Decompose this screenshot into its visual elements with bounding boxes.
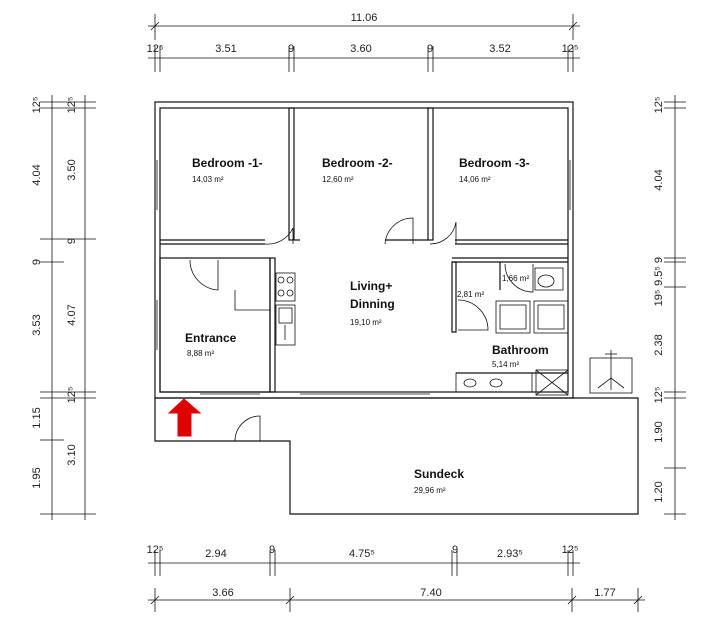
bedroom-2-name: Bedroom -2-	[322, 156, 393, 170]
dim-bottom1-end-left: 12⁵	[147, 544, 164, 556]
dim-top-mid1: 9	[288, 43, 294, 55]
dim-top-end-left: 12⁵	[147, 43, 164, 55]
dim-bottom2-seg-a: 3.66	[212, 587, 233, 599]
dim-left-outer-e: 1.95	[31, 467, 43, 488]
dim-left-inner-e: 3.10	[66, 444, 78, 465]
dim-top-seg-b: 3.60	[350, 43, 371, 55]
dim-overall-width: 11.06	[351, 12, 378, 24]
dim-top-mid2: 9	[427, 43, 433, 55]
bedroom-3-area: 14,06 m²	[459, 175, 491, 184]
dim-left-inner-b: 9	[66, 238, 78, 244]
left-dimension-chain: 12⁵ 4.04 9 3.53 1.15 1.95 12⁵ 3.50 9 4.0…	[31, 95, 96, 520]
bathroom-name: Bathroom	[492, 343, 549, 357]
sundeck	[154, 397, 639, 515]
sundeck-area: 29,96 m²	[414, 486, 446, 495]
dim-left-inner-a: 3.50	[66, 159, 78, 180]
dim-top-seg-a: 3.51	[215, 43, 236, 55]
bottom-dimension-chain: 12⁵ 2.94 9 4.75⁵ 9 2.93⁵ 12⁵ 3.66 7.40 1…	[147, 544, 645, 612]
dim-right-top: 12⁵	[653, 97, 665, 114]
entry-arrow-icon	[167, 398, 202, 437]
dim-left-outer-d: 1.15	[31, 407, 43, 428]
dim-left-outer-c: 3.53	[31, 314, 43, 335]
living-area: 19,10 m²	[350, 318, 382, 327]
dim-bottom1-mid1: 9	[269, 544, 275, 556]
shower-area: 2,81 m²	[457, 290, 484, 299]
top-dimension-chain: 11.06 12⁵ 3.51 9 3.60 9 3.52 12⁵	[147, 12, 580, 72]
outdoor-shower	[589, 350, 633, 394]
dim-bottom1-mid2: 9	[452, 544, 458, 556]
sundeck-name: Sundeck	[414, 467, 464, 481]
dim-right-d: 19⁵	[653, 290, 665, 307]
dim-bottom1-seg-a: 2.94	[205, 548, 226, 560]
bathroom-area: 5,14 m²	[492, 360, 519, 369]
dim-left-inner-d: 12⁵	[66, 387, 78, 404]
entrance-area: 8,88 m²	[187, 349, 214, 358]
bedroom-1-area: 14,03 m²	[192, 175, 224, 184]
dim-left-inner-top: 12⁵	[66, 97, 78, 114]
dim-bottom1-end-right: 12⁵	[562, 544, 579, 556]
bedroom-3-name: Bedroom -3-	[459, 156, 530, 170]
dim-right-g: 1.90	[653, 421, 665, 442]
dim-bottom2-seg-b: 7.40	[420, 587, 441, 599]
right-dimension-chain: 12⁵ 4.04 9 9.5⁵ 19⁵ 2.38 12⁵ 1.90 1.20	[653, 95, 686, 520]
room-labels: Bedroom -1- 14,03 m² Bedroom -2- 12,60 m…	[185, 156, 549, 495]
bathroom-fixtures	[455, 267, 569, 396]
living-name-line2: Dinning	[350, 297, 395, 311]
bedroom-1-name: Bedroom -1-	[192, 156, 263, 170]
dim-right-c: 9.5⁵	[653, 266, 665, 286]
dim-left-inner-c: 4.07	[66, 304, 78, 325]
dim-bottom1-seg-b: 4.75⁵	[349, 548, 375, 560]
dim-top-seg-c: 3.52	[489, 43, 510, 55]
dim-left-outer-top: 12⁵	[31, 97, 43, 114]
wc-area: 1,66 m²	[502, 274, 529, 283]
living-name-line1: Living+	[350, 279, 392, 293]
bedroom-2-area: 12,60 m²	[322, 175, 354, 184]
kitchen-fixtures	[275, 272, 296, 346]
doors	[189, 217, 534, 442]
dim-left-outer-b: 9	[31, 259, 43, 265]
dim-bottom2-seg-c: 1.77	[594, 587, 615, 599]
dim-right-f: 12⁵	[653, 387, 665, 404]
dim-top-end-right: 12⁵	[562, 43, 579, 55]
exterior-walls	[154, 101, 574, 399]
dim-right-h: 1.20	[653, 481, 665, 502]
entrance-name: Entrance	[185, 331, 237, 345]
dim-bottom1-seg-c: 2.93⁵	[497, 548, 523, 560]
dim-left-outer-a: 4.04	[31, 164, 43, 185]
dim-right-a: 4.04	[653, 169, 665, 190]
dim-right-b: 9	[653, 257, 665, 263]
dim-right-e: 2.38	[653, 334, 665, 355]
